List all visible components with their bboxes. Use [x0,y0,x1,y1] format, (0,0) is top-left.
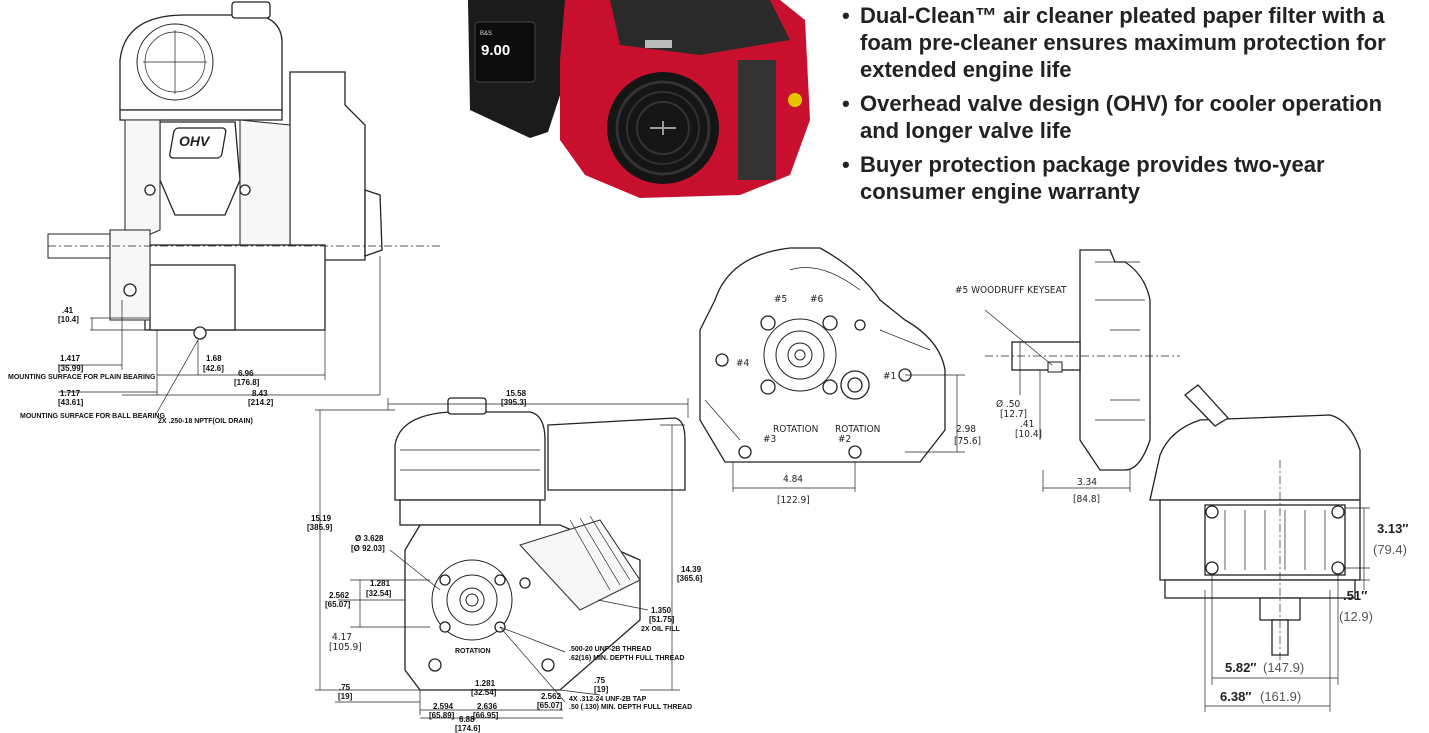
dim-label: MOUNTING SURFACE FOR BALL BEARING [20,413,165,420]
dim-text: (79.4) [1373,542,1407,557]
dim-text: [Ø 92.03] [351,544,385,553]
dim-label: MOUNTING SURFACE FOR PLAIN BEARING [8,374,156,381]
side-view-drawing: ROTATION 15.58 [395.3] 15.19 [385.9] 14.… [307,389,703,733]
dim-text: 2.594 [433,702,454,711]
shaft-side-drawing: #5 WOODRUFF KEYSEAT Ø .50 [12.7] .41 [10… [955,249,1180,505]
dim-text: .51″ [1343,588,1367,603]
dim-text: 15.58 [506,389,527,398]
rotation-label: ROTATION [835,424,880,435]
dim-label: 2X .250-18 NPTF(OIL DRAIN) [158,418,253,425]
dim-text: [385.9] [307,523,333,532]
dim-text: [75.6] [954,436,981,447]
dim-text: 5.82″ [1225,660,1257,675]
dim-text: 2.636 [477,702,498,711]
dim-text: 6.38″ [1220,689,1252,704]
dim-text: 1.281 [370,579,391,588]
dim-text: [65.89] [429,711,455,720]
dim-text: (12.9) [1339,609,1373,624]
dim-text: [32.54] [471,688,497,697]
feature-item: Buyer protection package provides two-ye… [842,151,1422,205]
dim-label: .62(16) MIN. DEPTH FULL THREAD [569,655,684,662]
dim-text: 3.34 [1077,477,1097,488]
dim-text: 1.350 [651,606,672,615]
dim-text: [105.9] [329,642,362,653]
dim-text: 8.43 [252,389,268,398]
hole-label: #6 [810,294,824,305]
dim-text: 3.13″ [1377,521,1409,536]
front-view-drawing: OHV .41 [10.4] 1.417 [35.99] MOUNTING SU… [8,1,440,425]
dim-text: [66.95] [473,711,499,720]
dim-label: .50 (.130) MIN. DEPTH FULL THREAD [569,704,692,711]
dim-text: 2.562 [541,692,562,701]
dim-text: [42.6] [203,364,224,373]
hole-label: #3 [763,434,776,445]
hole-label: #5 [774,294,787,305]
dim-text: 1.417 [60,354,81,363]
base-view-drawing: 3.13″ (79.4) .51″ (12.9) 5.82″ (147.9) 6… [1149,384,1409,712]
engine-badge-brand: B&S [480,31,492,37]
engine-photo: B&S 9.00 [462,0,812,200]
dim-text: [174.6] [455,724,481,733]
dim-text: 4.17 [332,632,352,643]
dim-text: [65.07] [325,600,351,609]
dim-text: [214.2] [248,398,274,407]
dim-text: [10.4] [1015,429,1042,440]
dim-text: .41 [1020,419,1034,430]
dim-text: [84.8] [1073,494,1100,505]
engine-badge-value: 9.00 [481,42,510,59]
rotation-label: ROTATION [773,424,818,435]
dim-text: [122.9] [777,495,810,506]
dim-text: .41 [62,306,74,315]
dim-text: 2.562 [329,591,350,600]
rotation-label: ROTATION [455,648,491,655]
dim-text: .75 [594,676,606,685]
dim-label: .500-20 UNF-2B THREAD [569,646,651,653]
dim-text: [176.8] [234,378,260,387]
dim-text: [365.6] [677,574,703,583]
dim-text: [51.75] [649,615,675,624]
dim-text: (147.9) [1263,660,1304,675]
keyseat-label: #5 WOODRUFF KEYSEAT [955,285,1067,296]
dim-text: (161.9) [1260,689,1301,704]
ohv-logo-text: OHV [179,133,211,149]
dim-text: [10.4] [58,315,79,324]
dim-text: 14.39 [681,565,702,574]
dim-text: [32.54] [366,589,392,598]
dim-text: [12.7] [1000,409,1027,420]
dim-text: 1.717 [60,389,81,398]
dim-text: 4.84 [783,474,803,485]
dim-text: 1.281 [475,679,496,688]
dim-text: .75 [339,683,351,692]
dim-text: 6.96 [238,369,254,378]
hole-label: #2 [838,434,851,445]
feature-item: Dual-Clean™ air cleaner pleated paper fi… [842,2,1422,83]
feature-list: Dual-Clean™ air cleaner pleated paper fi… [842,2,1422,212]
dim-text: 6.88 [459,715,475,724]
feature-item: Overhead valve design (OHV) for cooler o… [842,90,1422,144]
dim-text: [65.07] [537,701,563,710]
dim-text: Ø .50 [996,398,1021,410]
dim-text: 15.19 [311,514,332,523]
dim-text: [19] [594,685,609,694]
dim-text: 2.98 [956,424,976,435]
hole-label: #4 [736,358,750,369]
dim-label: 2X OIL FILL [641,626,680,633]
dim-text: [43.61] [58,398,84,407]
dim-text: [19] [338,692,353,701]
mount-face-drawing: #5 #6 #4 #1 #3 #2 ROTATION ROTATION 4.84… [699,247,981,506]
dim-label: 4X .312-24 UNF-2B TAP [569,696,647,703]
dim-text: Ø 3.628 [355,534,384,543]
dim-text: [395.3] [501,398,527,407]
dim-text: 1.68 [206,354,222,363]
hole-label: #1 [883,371,896,382]
dim-text: [35.99] [58,364,84,373]
